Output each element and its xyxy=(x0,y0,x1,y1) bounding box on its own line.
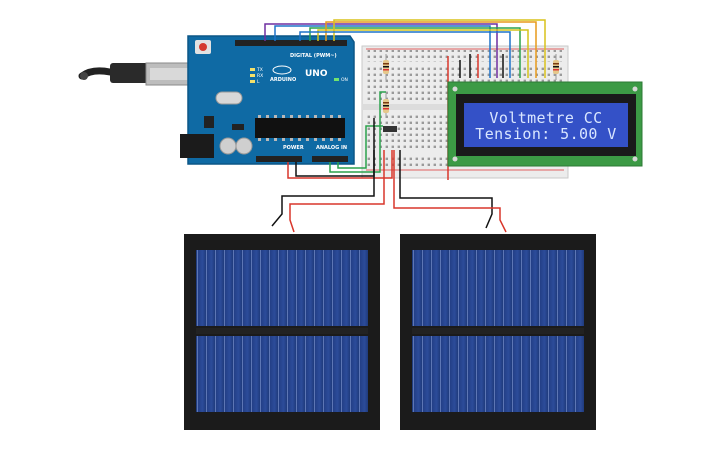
lcd-line-1: Voltmetre CC xyxy=(489,109,602,127)
status-leds: TX RX L ON xyxy=(250,67,348,85)
led-rx-label: RX xyxy=(257,73,263,79)
arduino-logo: ARDUINO xyxy=(270,77,296,83)
digital-label: DIGITAL (PWM~) xyxy=(290,53,337,59)
analog-header xyxy=(312,156,348,162)
resistor-1[interactable] xyxy=(383,54,389,80)
power-jack[interactable] xyxy=(180,134,214,158)
lcd-screen xyxy=(464,103,628,147)
solar-panel-2[interactable] xyxy=(400,234,596,430)
digital-header xyxy=(235,40,347,46)
analog-label: ANALOG IN xyxy=(316,145,347,151)
atmega-chip xyxy=(255,118,345,138)
power-header xyxy=(256,156,302,162)
lcd-line-2: Tension: 5.00 V xyxy=(475,125,616,143)
usb-cable[interactable] xyxy=(78,62,197,86)
small-component[interactable] xyxy=(383,126,397,132)
led-tx-label: TX xyxy=(256,67,263,73)
power-label: POWER xyxy=(283,145,304,151)
resistor-2[interactable] xyxy=(383,94,389,118)
led-on-label: ON xyxy=(341,77,348,83)
arduino-board[interactable]: DIGITAL (PWM~) ARDUINO UNO TX RX L ON xyxy=(180,35,355,165)
wires[interactable] xyxy=(264,19,546,233)
resistor-3[interactable] xyxy=(553,54,559,80)
solar-panel-1[interactable] xyxy=(184,234,380,430)
crystal-oscillator xyxy=(215,91,243,105)
led-l-label: L xyxy=(257,79,260,85)
arduino-model: UNO xyxy=(305,69,328,79)
reset-button-cap[interactable] xyxy=(199,43,207,51)
lcd-module[interactable]: Voltmetre CC Tension: 5.00 V xyxy=(447,81,643,167)
